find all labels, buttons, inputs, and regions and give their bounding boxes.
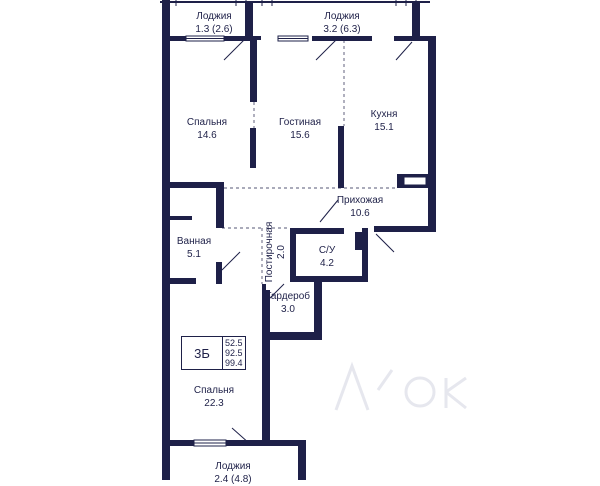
room-label-bedroom-1: Спальня 14.6 — [186, 117, 228, 141]
total-area-with-loggias: 99.4 — [225, 358, 243, 368]
watermark-logo — [334, 361, 467, 411]
apartment-areas: 52.5 92.5 99.4 — [223, 337, 245, 369]
walls — [162, 0, 436, 480]
room-label-loggia-3: Лоджия 2.4 (4.8) — [214, 461, 252, 485]
room-label-loggia-2: Лоджия 3.2 (6.3) — [323, 11, 361, 35]
room-label-living: Гостиная 15.6 — [279, 117, 321, 141]
door-swings — [221, 39, 413, 445]
room-label-pantry: Постирочная 2.0 — [264, 221, 287, 283]
apartment-type-badge: 3Б 52.5 92.5 99.4 — [181, 336, 246, 370]
zone-lines — [222, 40, 398, 284]
top-window-strip — [160, 0, 430, 6]
room-label-wardrobe: Гардероб 3.0 — [266, 291, 310, 315]
room-label-bedroom-2: Спальня 22.3 — [193, 385, 235, 409]
room-label-wc: С/У 4.2 — [318, 245, 336, 269]
room-label-hallway: Прихожая 10.6 — [336, 195, 384, 219]
windows — [185, 35, 427, 447]
room-label-kitchen: Кухня 15.1 — [370, 109, 398, 133]
room-label-bathroom: Ванная 5.1 — [176, 236, 212, 260]
room-label-loggia-1: Лоджия 1.3 (2.6) — [195, 11, 233, 35]
apartment-type-code: 3Б — [182, 337, 223, 369]
total-area: 92.5 — [225, 348, 243, 358]
living-area: 52.5 — [225, 338, 243, 348]
